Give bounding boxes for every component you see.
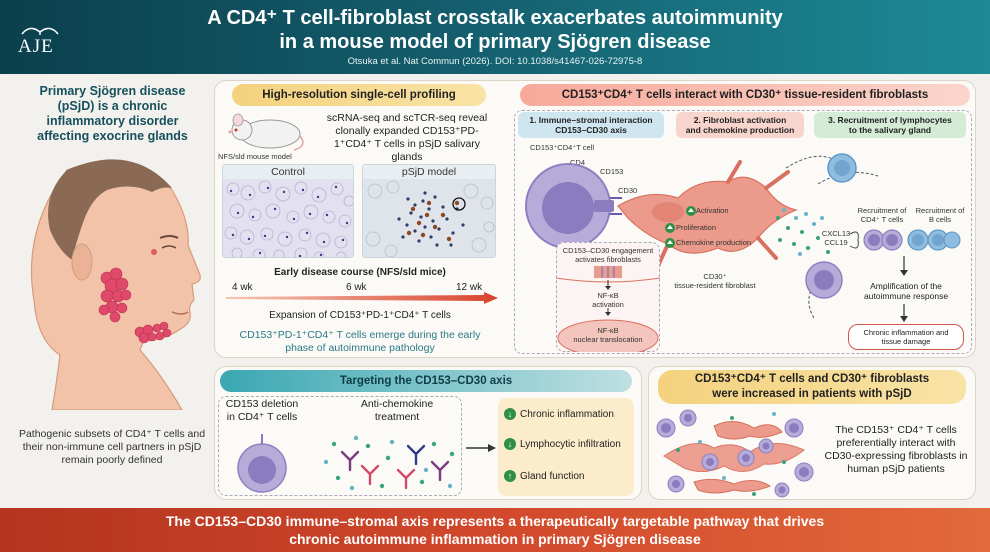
patient-tissue-illustration — [656, 409, 814, 498]
step-3-label: 3. Recruitment of lymphocytes — [828, 115, 952, 125]
cd4-label: CD4 — [570, 158, 586, 167]
human-head-illustration — [30, 159, 201, 410]
recruit-t-line-1: Recruitment of — [857, 206, 907, 215]
recruit-t-line-2: CD4⁺ T cells — [860, 215, 904, 224]
aje-logo: AJE — [14, 20, 66, 57]
nfkb-diagram — [556, 266, 660, 352]
step-3: 3. Recruitment of lymphocytes to the sal… — [814, 112, 966, 138]
patient-text: The CD153⁺ CD4⁺ T cells preferentially i… — [824, 424, 968, 475]
proliferation-label: Proliferation — [676, 223, 717, 232]
timepoint-6wk: 6 wk — [346, 282, 367, 293]
step-2-sub: and chemokine production — [685, 125, 795, 135]
engagement-text: CD153–CD30 engagement activates fibrobla… — [558, 246, 658, 264]
title-line-2: in a mouse model of primary Sjögren dise… — [279, 31, 711, 53]
logo-text: AJE — [18, 36, 54, 57]
title-line-1: A CD4⁺ T cell-fibroblast crosstalk exace… — [207, 7, 783, 29]
recruit-t-label: Recruitment of CD4⁺ T cells — [852, 206, 912, 224]
step-3-sub: to the salivary gland — [848, 125, 932, 135]
cd30-label: CD30 — [618, 186, 638, 195]
fibroblast-label: CD30⁺ tissue-resident fibroblast — [660, 272, 770, 290]
step-1-label: 1. Immune–stromal interaction — [529, 115, 653, 125]
step-1: 1. Immune–stromal interaction CD153–CD30… — [518, 112, 664, 138]
targeting-frame — [218, 396, 462, 496]
fibroblast-label-2: tissue-resident fibroblast — [674, 281, 756, 290]
effects-box — [498, 398, 634, 496]
control-micrograph: Control — [222, 164, 354, 258]
nfkb-translocation-line-2: nuclear translocation — [573, 335, 643, 344]
control-tissue-image — [223, 179, 353, 257]
effect-gland-function: ↑ Gland function — [504, 468, 585, 486]
result-arrow — [466, 444, 496, 452]
fibroblast-label-1: CD30⁺ — [703, 272, 727, 281]
model-micrograph: pSjD model — [362, 164, 496, 258]
expansion-label: Expansion of CD153⁺PD-1⁺CD4⁺ T cells — [269, 310, 451, 321]
nfkb-activation: NF-κB activation — [576, 291, 640, 309]
down-arrow-icon: ↓ — [504, 438, 516, 451]
activation-label: Activation — [696, 206, 729, 215]
step-2: 2. Fibroblast activation and chemokine p… — [676, 112, 804, 138]
profiling-heading: High-resolution single-cell profiling — [232, 84, 486, 106]
profiling-description: scRNA-seq and scTCR-seq reveal clonally … — [326, 112, 488, 163]
model-tissue-image — [363, 179, 495, 257]
footer-banner: The CD153–CD30 immune–stromal axis repre… — [0, 508, 990, 552]
header-banner: AJE A CD4⁺ T cell-fibroblast crosstalk e… — [0, 0, 990, 74]
tcell-label: CD153⁺CD4⁺T cell — [530, 143, 595, 152]
anti-chemokine-text: Anti-chemokine treatment — [360, 398, 434, 423]
emerge-text: CD153⁺PD-1⁺CD4⁺ T cells emerge during th… — [239, 329, 481, 354]
mouse-label: NFS/sld mouse model — [218, 152, 292, 161]
interaction-heading: CD153⁺CD4⁺ T cells interact with CD30⁺ t… — [520, 84, 970, 106]
engagement-line-1: CD153–CD30 engagement — [562, 246, 654, 255]
timepoint-4wk: 4 wk — [232, 282, 253, 293]
model-label: pSjD model — [363, 165, 495, 179]
page-title: A CD4⁺ T cell-fibroblast crosstalk exace… — [110, 6, 880, 54]
footer-line-2: chronic autoimmune inflammation in prima… — [289, 531, 701, 547]
damage-box: Chronic inflammation and tissue damage — [848, 324, 964, 350]
patient-heading-line-2: were increased in patients with pSjD — [712, 388, 912, 400]
patient-heading: CD153⁺CD4⁺ T cells and CD30⁺ fibroblasts… — [658, 370, 966, 404]
effect-2-label: Lymphocytic infiltration — [520, 439, 621, 450]
targeting-heading: Targeting the CD153–CD30 axis — [220, 370, 632, 392]
recruit-b-label: Recruitment of B cells — [910, 206, 970, 224]
nfkb-activation-line-1: NF-κB — [597, 291, 619, 300]
chemokine-names: CXCL13 CCL19 — [816, 229, 856, 247]
damage-line-1: Chronic inflammation and — [863, 328, 949, 337]
step-2-label: 2. Fibroblast activation — [693, 115, 787, 125]
course-title: Early disease course (NFS/sld mice) — [274, 267, 446, 278]
left-note: Pathogenic subsets of CD4⁺ T cells and t… — [18, 428, 206, 466]
intro-text: Primary Sjögren disease (pSjD) is a chro… — [37, 84, 188, 143]
footer-line-1: The CD153–CD30 immune–stromal axis repre… — [165, 513, 825, 529]
timepoint-12wk: 12 wk — [456, 282, 483, 293]
down-arrow-icon: ↓ — [504, 408, 516, 421]
engagement-line-2: activates fibroblasts — [575, 255, 641, 264]
effect-1-label: Chronic inflammation — [520, 409, 614, 420]
effect-3-label: Gland function — [520, 471, 585, 482]
damage-line-2: tissue damage — [881, 337, 931, 346]
mouse-icon — [228, 113, 304, 151]
cxcl13-label: CXCL13 — [821, 229, 851, 238]
cd153-label: CD153 — [600, 167, 624, 176]
nfkb-activation-line-2: activation — [592, 300, 624, 309]
chemokine-label: Chemokine production — [676, 238, 752, 247]
patient-heading-line-1: CD153⁺CD4⁺ T cells and CD30⁺ fibroblasts — [694, 373, 930, 385]
amplification-label: Amplification of the autoimmune response — [863, 281, 949, 301]
effect-lymphocytic-infiltration: ↓ Lymphocytic infiltration — [504, 436, 621, 454]
deletion-text: CD153 deletion in CD4⁺ T cells — [225, 398, 299, 423]
recruit-b-line-2: B cells — [928, 215, 952, 224]
citation: Otsuka et al. Nat Commun (2026). DOI: 10… — [347, 56, 643, 67]
timeline-arrow — [226, 292, 498, 304]
nfkb-translocation: NF-κB nuclear translocation — [558, 326, 658, 344]
up-arrow-icon: ↑ — [504, 470, 516, 483]
nfkb-translocation-line-1: NF-κB — [597, 326, 619, 335]
step-1-sub: CD153–CD30 axis — [555, 125, 627, 135]
targeting-illustration — [237, 434, 455, 493]
effect-chronic-inflammation: ↓ Chronic inflammation — [504, 406, 614, 424]
interaction-frame — [514, 110, 972, 354]
book-icon — [21, 27, 59, 35]
ccl19-label: CCL19 — [824, 238, 848, 247]
control-label: Control — [223, 165, 353, 179]
recruit-b-line-1: Recruitment of — [915, 206, 965, 215]
